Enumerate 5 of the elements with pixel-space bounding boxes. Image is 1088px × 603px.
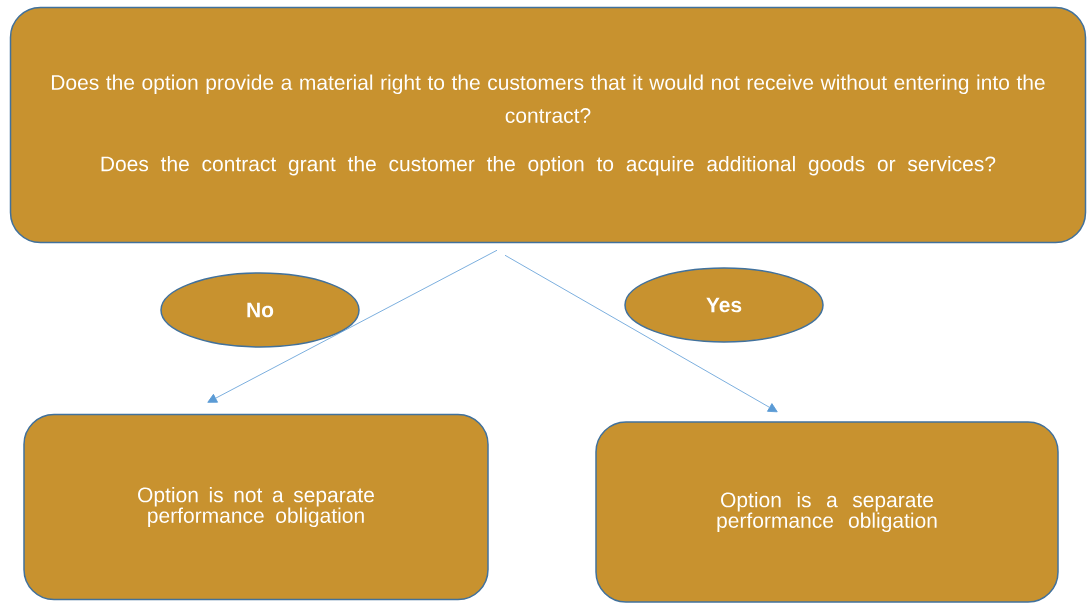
process-box: Option is a separate performance obligation xyxy=(595,421,1059,603)
process-box: Does the option provide a material right to the customers that it would not receive without entering into the contract? Does the contract grant the customer the option to acquire additional goods or services? xyxy=(9,6,1087,244)
process-box: Option is not a separate performance obligation xyxy=(23,413,489,601)
arrow xyxy=(504,254,778,413)
arrow xyxy=(207,249,498,403)
